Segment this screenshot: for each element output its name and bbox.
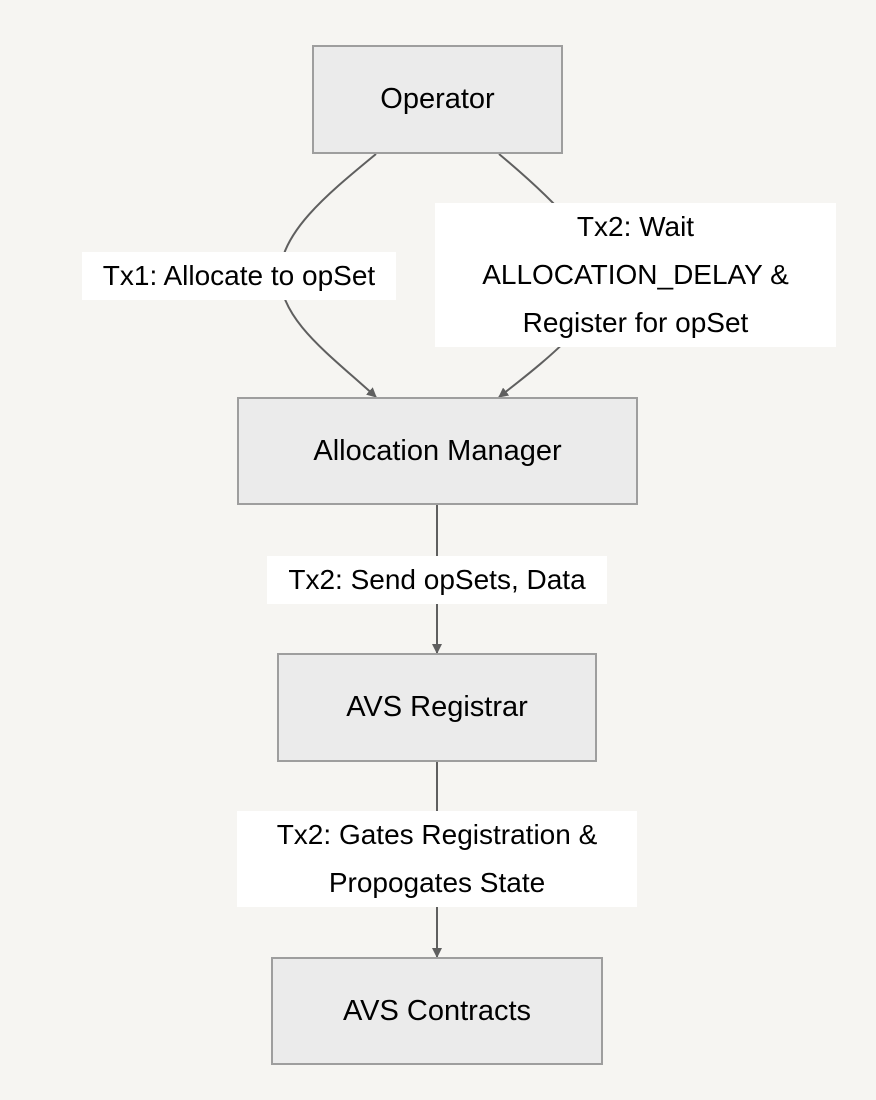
node-operator: Operator [312, 45, 563, 154]
node-avs-registrar: AVS Registrar [277, 653, 597, 762]
edge-label-tx2-send: Tx2: Send opSets, Data [267, 556, 607, 604]
edge-label-tx2-gates: Tx2: Gates Registration & Propogates Sta… [237, 811, 637, 907]
edge-label-tx2-wait-register: Tx2: Wait ALLOCATION_DELAY & Register fo… [435, 203, 836, 347]
edge-label-tx1-allocate: Tx1: Allocate to opSet [82, 252, 396, 300]
node-allocation-manager: Allocation Manager [237, 397, 638, 505]
node-avs-contracts: AVS Contracts [271, 957, 603, 1065]
